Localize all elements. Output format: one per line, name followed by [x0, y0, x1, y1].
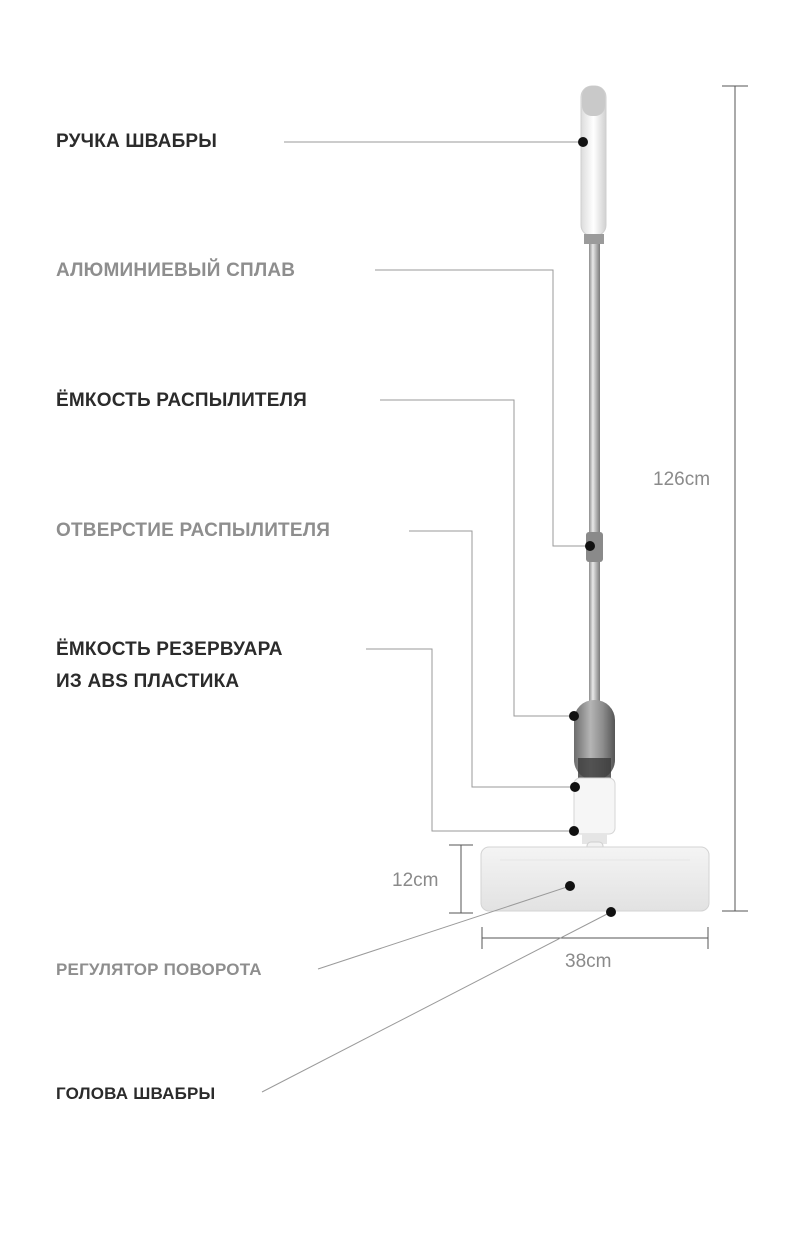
marker-tank	[569, 826, 579, 836]
label-spray-container: ЁМКОСТЬ РАСПЫЛИТЕЛЯ	[56, 390, 307, 411]
leader-tank	[366, 648, 574, 832]
leader-spray-hole	[409, 530, 575, 788]
aluminium-pole	[586, 244, 603, 702]
label-spray-hole: ОТВЕРСТИЕ РАСПЫЛИТЕЛЯ	[56, 520, 331, 541]
label-handle: РУЧКА ШВАБРЫ	[56, 131, 218, 152]
head-width-dimension	[481, 927, 709, 949]
leader-alloy	[375, 269, 590, 547]
mop-handle	[580, 85, 607, 244]
label-tank-line1: ЁМКОСТЬ РЕЗЕРВУАРА	[56, 639, 283, 660]
leader-lines	[261, 141, 612, 1093]
head-height-dimension	[449, 844, 473, 914]
leader-rotation	[317, 885, 571, 970]
marker-alloy	[585, 541, 595, 551]
marker-head	[606, 907, 616, 917]
label-head: ГОЛОВА ШВАБРЫ	[56, 1084, 216, 1103]
label-alloy: АЛЮМИНИЕВЫЙ СПЛАВ	[56, 260, 296, 281]
dimension-head-height: 12cm	[392, 870, 439, 891]
dimension-head-width: 38cm	[565, 951, 612, 972]
leader-head	[261, 911, 612, 1093]
marker-spray-container	[569, 711, 579, 721]
mop-head-shape	[480, 846, 710, 912]
dimension-height: 126cm	[653, 469, 711, 490]
leader-spray-container	[380, 399, 574, 717]
height-dimension	[722, 85, 748, 912]
spray-tank	[573, 700, 616, 844]
marker-handle	[578, 137, 588, 147]
markers	[565, 137, 616, 917]
marker-spray-hole	[570, 782, 580, 792]
marker-rotation	[565, 881, 575, 891]
label-rotation: РЕГУЛЯТОР ПОВОРОТА	[56, 960, 262, 979]
label-tank-line2: ИЗ ABS ПЛАСТИКА	[56, 671, 240, 692]
